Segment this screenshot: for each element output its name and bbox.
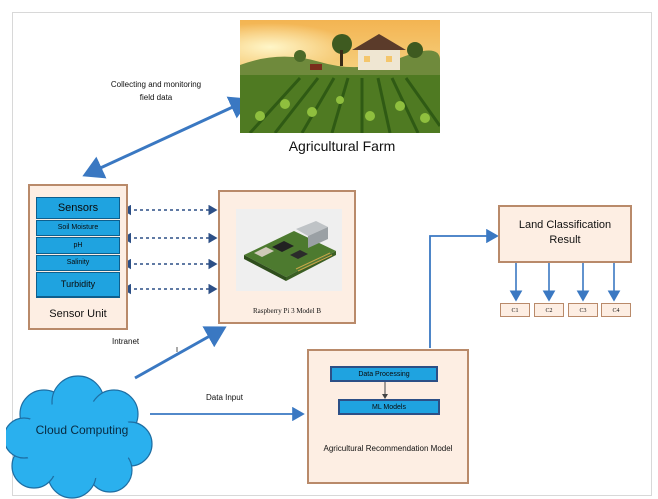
class-c3: C3: [568, 303, 598, 317]
sensor-unit-title: Sensor Unit: [49, 308, 107, 320]
farm-sensor-arrow: [82, 96, 251, 179]
cloud-shape: [6, 375, 153, 499]
sensor-soil-moisture: Soil Moisture: [36, 220, 120, 236]
sensor-turbidity: Turbidity: [36, 272, 120, 298]
diagram-frame: [12, 12, 652, 496]
sensors-header: Sensors: [36, 197, 120, 219]
farm-image: [240, 20, 440, 133]
raspberry-pi-label: Raspberry Pi 3 Model B: [252, 307, 322, 315]
sensor-salinity: Salinity: [36, 255, 120, 271]
farm-label: Agricultural Farm: [288, 138, 396, 154]
ml-models-box: ML Models: [338, 399, 440, 415]
cloud-label: Cloud Computing: [35, 423, 129, 437]
land-classification-title: Land Classification Result: [518, 219, 612, 246]
class-c1: C1: [500, 303, 530, 317]
sensor-ph: pH: [36, 237, 120, 254]
intranet-label: Intranet: [112, 337, 140, 346]
processing-arrow: [382, 382, 388, 399]
land-classification-box: [498, 205, 632, 263]
data-processing-box: Data Processing: [330, 366, 438, 382]
raspberry-pi-image: [236, 209, 342, 291]
model-land-arrow: [429, 228, 499, 348]
data-input-label: Data Input: [206, 393, 243, 402]
recommendation-title: Agricultural Recommendation Model: [323, 444, 453, 453]
class-c2: C2: [534, 303, 564, 317]
class-c4: C4: [601, 303, 631, 317]
cloud-pi-arrow: [134, 326, 227, 380]
collect-label: Collecting and monitoring field data: [110, 80, 202, 102]
